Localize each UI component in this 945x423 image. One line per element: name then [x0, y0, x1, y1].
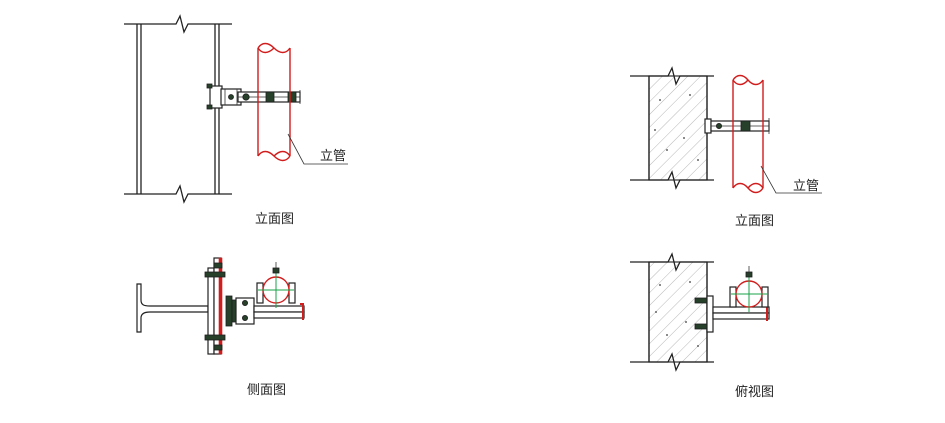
plan-bracket: [712, 305, 770, 321]
concrete-wall-plan: [630, 252, 714, 372]
steel-column: [124, 14, 232, 204]
caption-plan-view: 俯视图: [735, 384, 774, 400]
riser-tag-right: 立管: [793, 179, 819, 194]
column-clamp: [206, 83, 242, 110]
side-view: 侧面图: [136, 257, 305, 398]
elevation-view-steel: 立管 立面图: [124, 14, 348, 227]
wall-bracket: [704, 118, 770, 134]
support-channel: [237, 90, 301, 104]
riser-leader: [287, 133, 348, 165]
elevation-view-concrete: 立管 立面图: [630, 66, 822, 229]
riser-tag: 立管: [320, 149, 346, 164]
concrete-wall: [630, 66, 714, 190]
anchor-bolts-plan: [694, 295, 714, 333]
caption-elevation-right: 立面图: [735, 214, 774, 229]
pipe-clamp-plan: [729, 266, 769, 312]
riser-pipe-right: [732, 74, 764, 194]
pipe-clamp-side: [256, 262, 296, 308]
riser-leader-right: [760, 165, 822, 194]
caption-elevation-left: 立面图: [255, 212, 294, 227]
plan-view: 俯视图: [630, 252, 774, 400]
side-bracket: [235, 297, 305, 325]
caption-side-view: 侧面图: [247, 383, 286, 398]
i-beam-section: [136, 257, 223, 355]
